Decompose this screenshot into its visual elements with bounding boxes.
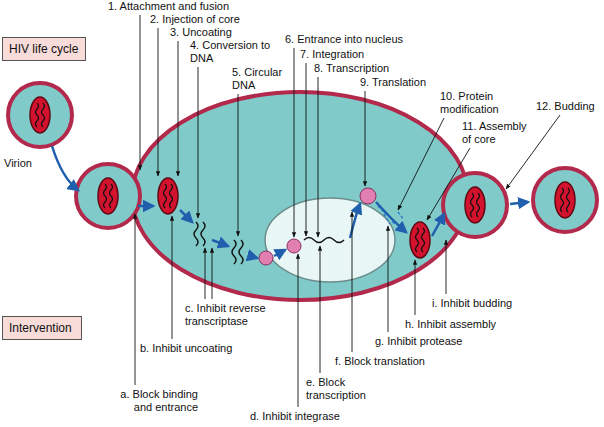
callout-label: f. Block translation xyxy=(335,355,435,368)
illustration-part xyxy=(446,240,447,294)
callout-label: 4. Conversion to DNA xyxy=(190,39,278,65)
illustration-part xyxy=(250,256,257,258)
illustration-part xyxy=(52,146,78,190)
illustration-part xyxy=(306,63,307,236)
virion-label: Virion xyxy=(4,157,54,170)
ribosome xyxy=(360,188,376,204)
cell-membrane xyxy=(132,92,468,300)
illustration-part xyxy=(432,214,444,236)
callout-label: b. Inhibit uncoating xyxy=(140,342,245,355)
circular-dna xyxy=(259,251,273,265)
callout-label: 1. Attachment and fusion xyxy=(108,0,248,13)
assembled-core xyxy=(410,222,430,258)
illustration-part xyxy=(135,214,136,385)
illustration-part xyxy=(298,254,299,407)
injected-core xyxy=(158,178,178,214)
life-cycle-arrows xyxy=(52,146,528,258)
nucleus xyxy=(265,198,395,282)
callout-label: d. Inhibit integrase xyxy=(250,410,360,423)
illustration-part xyxy=(238,94,239,236)
illustration-part xyxy=(212,240,228,246)
fusing-virion xyxy=(76,164,140,228)
illustration-part xyxy=(172,216,173,339)
leader-lines xyxy=(140,15,560,237)
illustration-part xyxy=(198,67,199,218)
leader-lines xyxy=(135,212,446,407)
illustration-part xyxy=(350,204,360,238)
box-title: Intervention xyxy=(9,321,75,335)
illustration-part xyxy=(180,210,192,222)
callout-label: 12. Budding xyxy=(536,100,600,113)
dna-entering-nucleus xyxy=(287,239,301,253)
illustration-part xyxy=(365,91,366,186)
illustration-part xyxy=(352,212,353,352)
illustration-part xyxy=(212,248,213,299)
callout-label: i. Inhibit budding xyxy=(432,297,532,310)
callout-label: e. Block transcription xyxy=(306,376,372,402)
callout-label: a. Block binding and entrance xyxy=(103,388,198,414)
budding-virion xyxy=(443,173,507,237)
illustration-part xyxy=(510,202,528,204)
callout-label: c. Inhibit reverse transcriptase xyxy=(185,302,275,328)
illustration-part xyxy=(415,260,416,315)
callout-label: h. Inhibit assembly xyxy=(405,318,505,331)
illustration-part xyxy=(294,48,295,237)
callout-label: 8. Transcription xyxy=(314,62,404,75)
callout-label: 2. Injection of core xyxy=(150,13,260,26)
callout-label: 10. Protein modification xyxy=(440,90,510,116)
callout-label: g. Inhibit protease xyxy=(375,335,475,348)
illustration-part xyxy=(320,246,321,373)
callout-label: 9. Translation xyxy=(360,76,440,89)
illustration-part xyxy=(158,28,159,176)
callout-label: 7. Integration xyxy=(300,48,380,61)
integrated-dna xyxy=(304,238,344,243)
callout-label: 3. Uncoating xyxy=(170,26,250,39)
illustration-part xyxy=(376,202,406,232)
viral-rna xyxy=(194,222,198,246)
viral-dna xyxy=(239,240,243,264)
title-box: HIV life cycle xyxy=(2,37,86,61)
free-virion xyxy=(8,83,72,147)
illustration-part xyxy=(398,118,444,210)
viral-rna xyxy=(201,222,205,246)
illustration-part xyxy=(388,226,389,332)
callout-label: 5. Circular DNA xyxy=(232,66,288,92)
section-box: Intervention xyxy=(2,316,82,340)
illustration-part xyxy=(178,41,179,176)
callout-label: 11. Assembly of core xyxy=(462,120,534,146)
callout-label: 6. Entrance into nucleus xyxy=(285,33,420,46)
illustration-part xyxy=(140,15,141,170)
illustration-part xyxy=(318,77,319,237)
released-virion xyxy=(533,168,597,232)
illustration-part xyxy=(205,248,206,299)
illustration-part xyxy=(427,148,470,220)
viral-dna xyxy=(232,240,236,264)
illustration-part xyxy=(138,205,153,208)
illustration-part xyxy=(274,250,285,256)
box-title: HIV life cycle xyxy=(9,42,79,56)
